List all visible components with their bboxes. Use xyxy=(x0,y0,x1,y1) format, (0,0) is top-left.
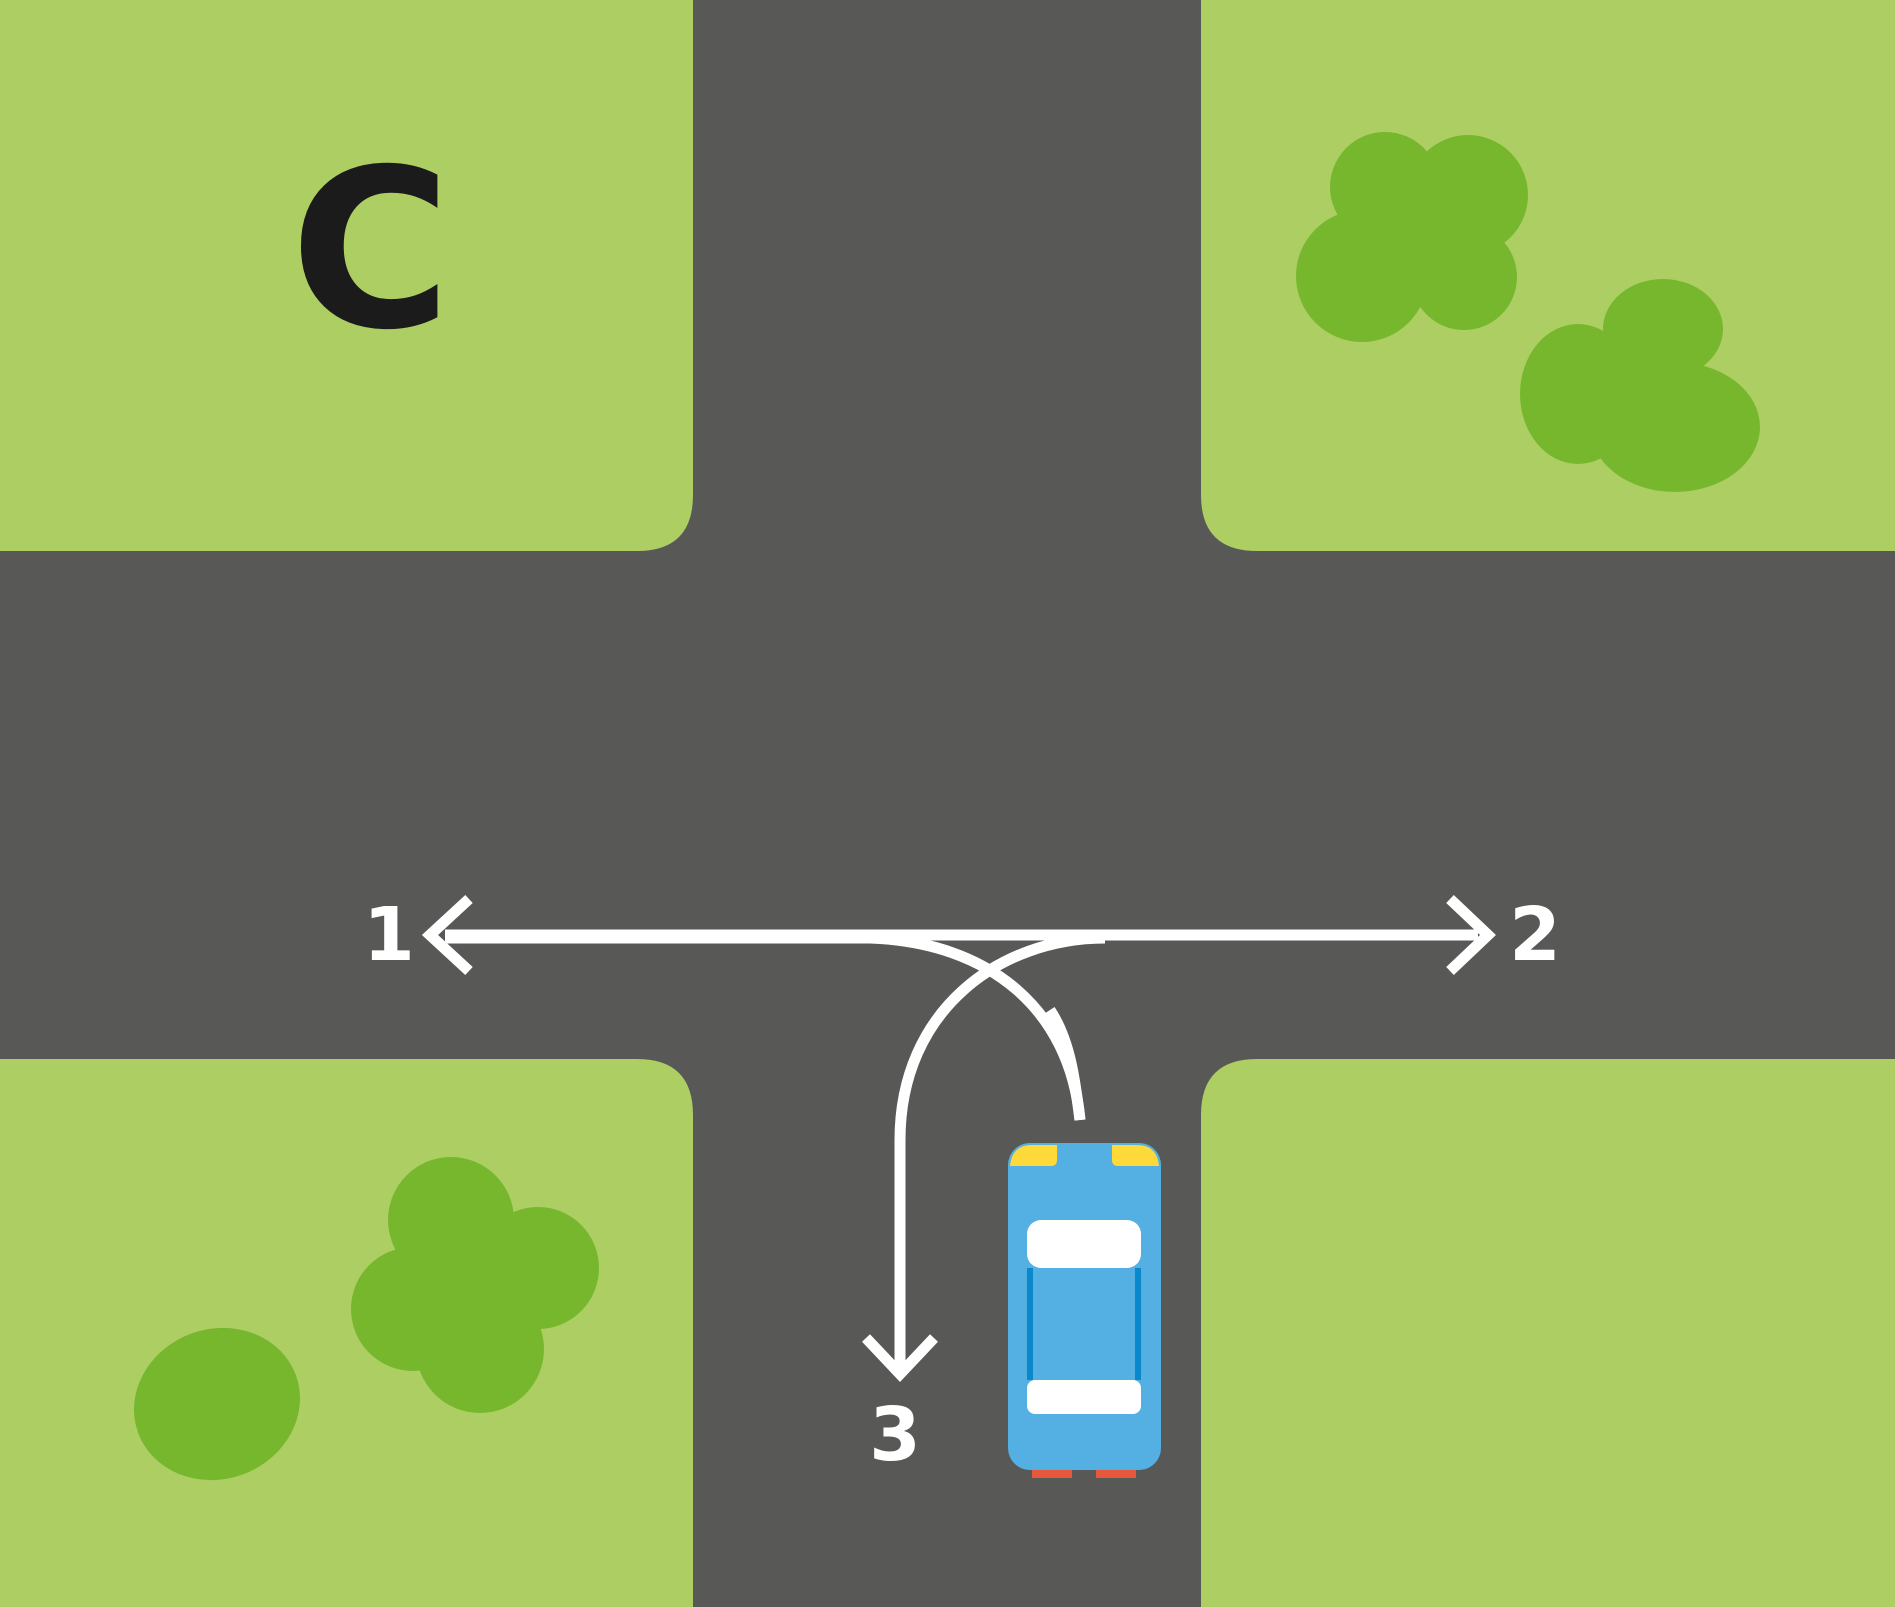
car-top-view-icon xyxy=(1008,1143,1161,1478)
car-headlight-right xyxy=(1112,1145,1159,1166)
road-corner-bottom-right xyxy=(1201,1059,1257,1115)
road-corner-top-right xyxy=(1201,495,1257,551)
arrowhead-left xyxy=(421,894,473,976)
route-label-2: 2 xyxy=(1509,892,1561,978)
route-label-3: 3 xyxy=(869,1392,921,1478)
route-line-2-curve xyxy=(1045,1006,1086,1121)
arrowhead-down xyxy=(862,1334,938,1383)
car-pillar-left xyxy=(1027,1268,1033,1380)
route-label-1: 1 xyxy=(363,892,415,978)
route-lines xyxy=(421,894,1496,1383)
bush-icon xyxy=(351,1157,599,1413)
corner-letter: C xyxy=(290,122,451,378)
road-corner-bottom-left xyxy=(637,1059,693,1115)
car-windshield xyxy=(1027,1220,1141,1268)
car-headlight-left xyxy=(1010,1145,1057,1166)
horizontal-road xyxy=(0,551,1895,1059)
route-line-3-curve xyxy=(894,932,1106,1375)
car-pillar-right xyxy=(1135,1268,1141,1380)
road-corner-top-left xyxy=(637,495,693,551)
bush-icon xyxy=(1520,279,1760,492)
car-rear-window xyxy=(1027,1380,1141,1414)
bush-icon xyxy=(1296,132,1528,342)
arrowhead-right xyxy=(1446,895,1496,975)
bush-icon xyxy=(134,1327,300,1481)
